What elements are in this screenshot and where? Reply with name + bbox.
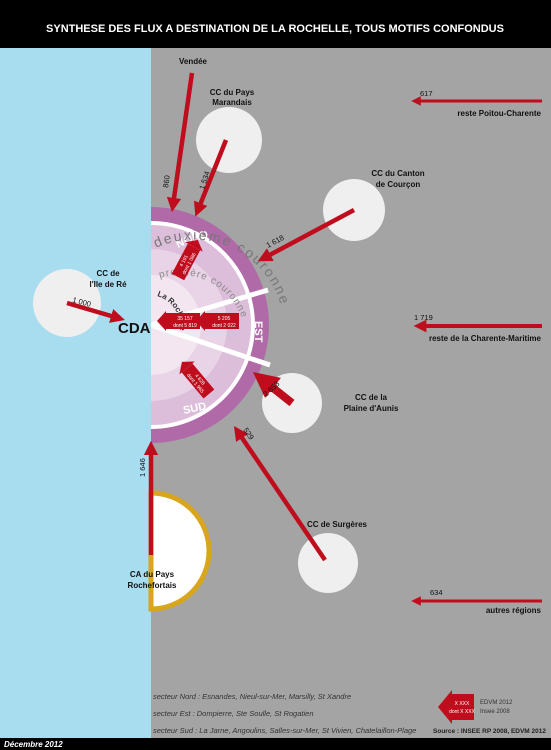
map-title: SYNTHESE DES FLUX A DESTINATION DE LA RO…	[46, 23, 504, 35]
flow-nord-value: 4 191	[179, 254, 190, 268]
arrow-vendee	[166, 72, 195, 213]
arrow-pays-marandais	[193, 139, 229, 217]
label-pays-marandais-1: CC du Pays	[210, 88, 255, 97]
sector-sud-label: SUD	[182, 400, 207, 417]
source-text: Source : INSEE RP 2008, EDVM 2012	[433, 728, 546, 735]
label-surgeres: CC de Surgères	[307, 520, 368, 529]
value-reste-poitou: 617	[420, 89, 433, 98]
legend: X XXX dont X XXX EDVM 2012 Insee 2008	[438, 690, 513, 724]
label-canton-courcon-1: CC du Canton	[371, 169, 424, 178]
label-ile-de-re-1: CC de	[96, 269, 120, 278]
value-rochefort: 1 646	[138, 458, 147, 477]
label-rochefort-1: CA du Pays	[130, 570, 175, 579]
legend-source-2: Insee 2008	[480, 709, 510, 715]
sector-est-label: EST	[252, 321, 264, 343]
flow-centre-detail: dont 5 819	[173, 323, 197, 329]
footnote-sud: secteur Sud : La Jarne, Angoulins, Salle…	[153, 726, 416, 735]
value-reste-charente-maritime: 1 719	[414, 313, 433, 322]
arrow-plaine-aunis	[252, 372, 295, 407]
footnote-est: secteur Est : Dompierre, Ste Soulle, St …	[153, 709, 314, 718]
label-pays-marandais-2: Marandais	[212, 98, 252, 107]
arrow-surgeres	[233, 426, 327, 562]
rochefort-half-circle	[148, 490, 212, 612]
label-cda: CDA	[118, 320, 151, 337]
value-vendee: 860	[161, 175, 172, 189]
pays-marandais-circle	[196, 107, 262, 173]
flow-est-value: 5 205	[218, 316, 231, 322]
value-autres-regions: 634	[430, 588, 443, 597]
footnote-nord: secteur Nord : Esnandes, Nieul-sur-Mer, …	[153, 692, 351, 701]
legend-source-1: EDVM 2012	[480, 700, 513, 706]
flow-centre-value: 35 157	[177, 316, 193, 322]
label-reste-charente-maritime: reste de la Charente-Maritime	[429, 334, 542, 343]
label-plaine-aunis-2: Plaine d'Aunis	[344, 404, 399, 413]
arrow-canton-courcon	[257, 208, 356, 262]
label-autres-regions: autres régions	[486, 606, 542, 615]
label-reste-poitou: reste Poitou-Charente	[457, 109, 541, 118]
flow-est-detail: dont 2 022	[212, 323, 236, 329]
label-rochefort-2: Rochefortais	[128, 581, 177, 590]
title-bar	[0, 0, 551, 48]
label-ile-de-re-2: l'Ile de Ré	[89, 280, 127, 289]
label-canton-courcon-2: de Courçon	[376, 180, 421, 189]
surgeres-circle	[298, 533, 358, 593]
legend-value: X XXX	[455, 701, 470, 707]
arrow-ile-de-re	[66, 300, 125, 323]
label-plaine-aunis-1: CC de la	[355, 393, 388, 402]
bottom-bar	[0, 738, 551, 750]
label-vendee: Vendée	[179, 57, 208, 66]
flow-arrows	[66, 72, 542, 606]
legend-detail: dont X XXX	[449, 709, 476, 715]
date-label: Décembre 2012	[4, 740, 63, 749]
